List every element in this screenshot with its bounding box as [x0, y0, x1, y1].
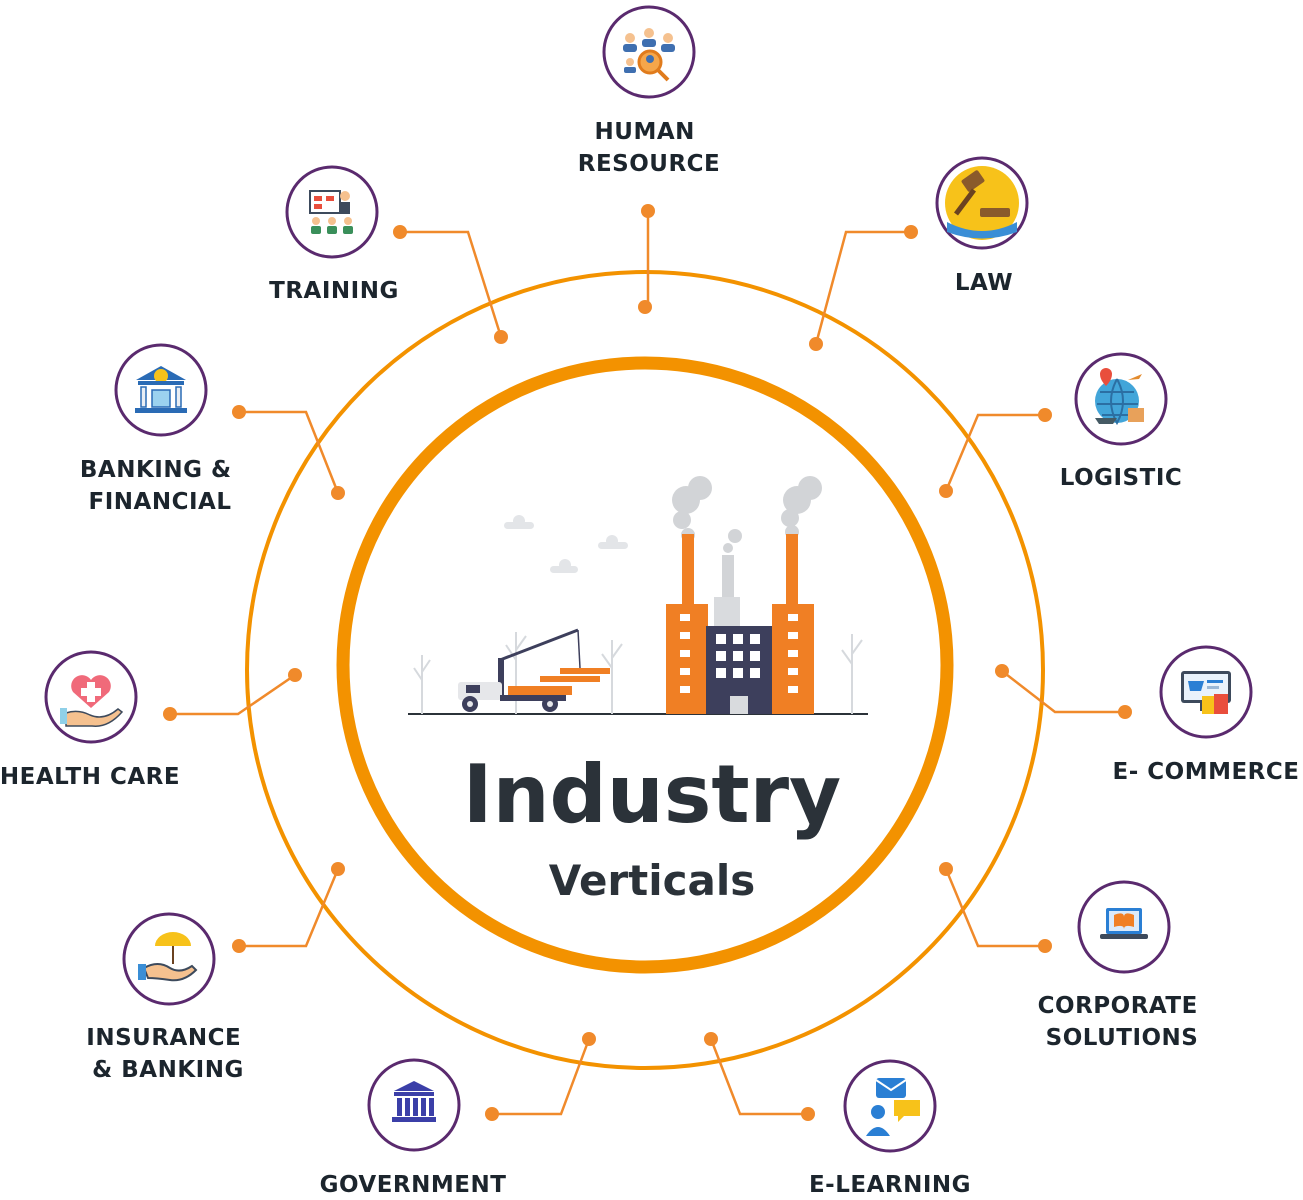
- online-shop-icon: [1159, 645, 1253, 739]
- tree-icon: [413, 632, 863, 714]
- label-banking-financial: BANKING & FINANCIAL: [80, 457, 240, 515]
- government-building-icon: [367, 1058, 461, 1152]
- people-search-icon: [602, 5, 696, 99]
- connectors: [163, 204, 1132, 1121]
- inner-ring: [336, 356, 954, 974]
- title-sub: Verticals: [549, 856, 756, 905]
- label-e-learning: E-LEARNING: [809, 1172, 971, 1198]
- truck-icon: [458, 628, 610, 712]
- laptop-book-icon: [1077, 880, 1171, 974]
- smoke-icon: [672, 476, 822, 553]
- outer-ring: [245, 270, 1045, 1070]
- title-main: Industry: [463, 748, 841, 841]
- globe-logistics-icon: [1074, 352, 1168, 446]
- chat-learning-icon: [843, 1059, 937, 1153]
- label-government: GOVERNMENT: [320, 1172, 507, 1198]
- presentation-icon: [285, 165, 379, 259]
- label-insurance-banking: INSURANCE & BANKING: [86, 1025, 249, 1083]
- label-logistic: LOGISTIC: [1060, 465, 1183, 491]
- label-training: TRAINING: [269, 278, 399, 304]
- umbrella-hand-icon: [122, 912, 216, 1006]
- bank-icon: [114, 343, 208, 437]
- industry-illustration: [408, 476, 868, 715]
- label-e-commerce: E- COMMERCE: [1113, 759, 1300, 785]
- label-law: LAW: [955, 270, 1013, 296]
- label-human-resource: HUMAN RESOURCE: [578, 119, 721, 177]
- label-corporate-solutions: CORPORATE SOLUTIONS: [1038, 993, 1207, 1051]
- heart-hand-icon: [44, 650, 138, 744]
- gavel-icon: [935, 156, 1029, 250]
- label-health-care: HEALTH CARE: [0, 764, 180, 790]
- cloud-icon: [504, 515, 628, 573]
